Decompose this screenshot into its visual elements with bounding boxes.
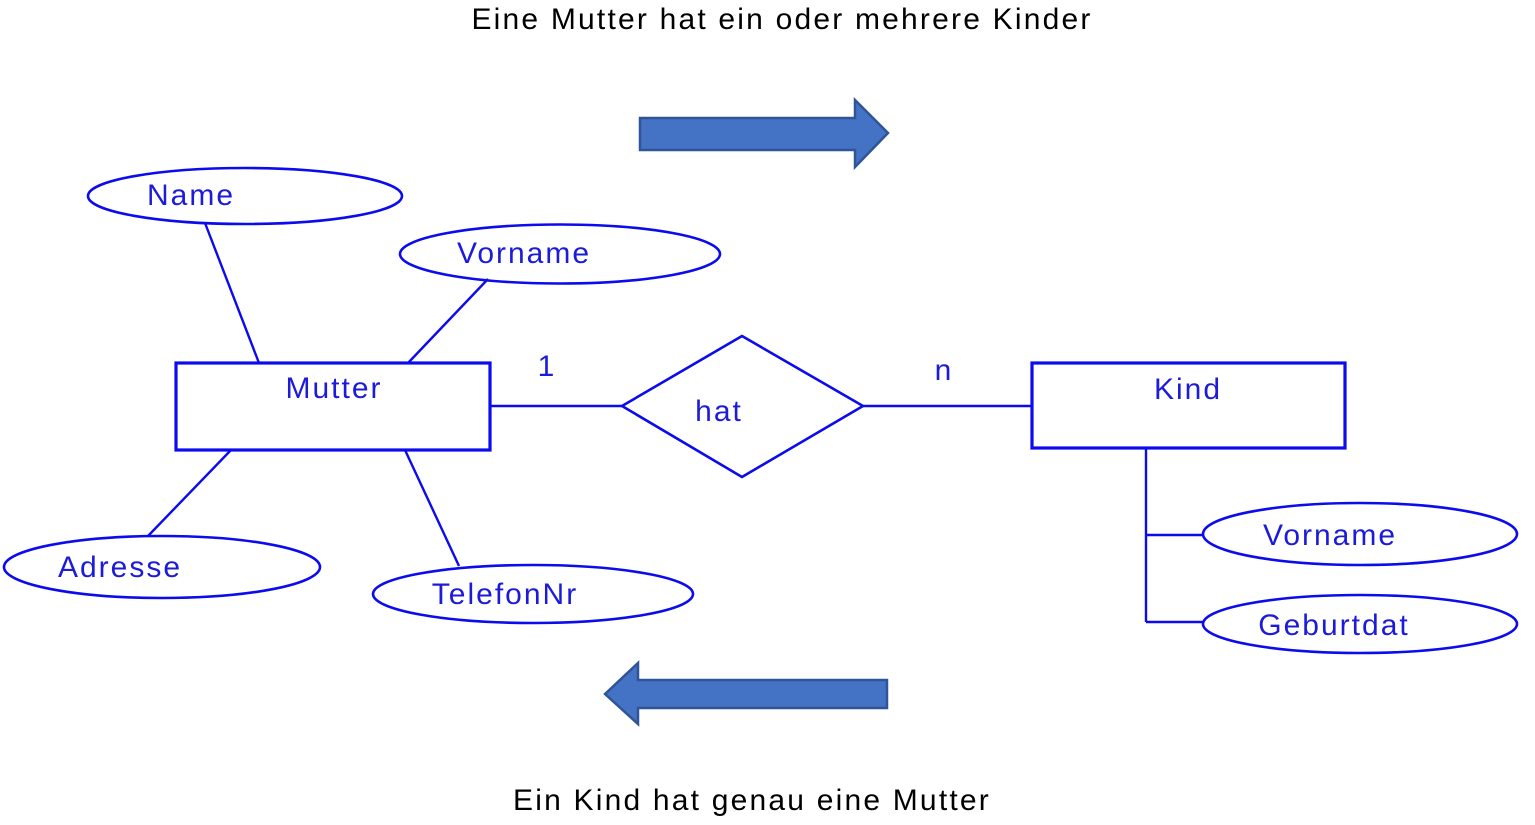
attribute-ellipse-vorname-kind [1201, 501, 1519, 567]
cardinality-left: 1 [537, 350, 557, 383]
attribute-ellipse-name [86, 166, 404, 226]
attribute-label-vorname-kind: Vorname [1262, 519, 1398, 552]
edge-mutter-name [203, 222, 261, 364]
attribute-ellipse-adresse [2, 534, 322, 600]
bottom-caption: Ein Kind hat genau eine Mutter [513, 784, 991, 817]
relationship-diamond-hat [619, 334, 866, 479]
arrow-left-icon [603, 660, 889, 727]
entity-rect-kind [1030, 361, 1347, 450]
top-caption: Eine Mutter hat ein oder mehrere Kinder [471, 3, 1093, 36]
edge-mutter-telefonnr [403, 449, 461, 567]
relationship-label-hat: hat [695, 395, 743, 428]
attribute-label-telefonnr: TelefonNr [431, 578, 579, 611]
entity-label-mutter: Mutter [285, 372, 383, 405]
arrow-right-icon [638, 96, 890, 171]
attribute-label-vorname-mutter: Vorname [456, 237, 592, 270]
attribute-label-name: Name [146, 179, 236, 212]
attribute-ellipse-telefonnr [371, 563, 695, 625]
attribute-label-geburtdat: Geburtdat [1258, 609, 1410, 642]
attribute-label-adresse: Adresse [57, 551, 183, 584]
edge-mutter-vorname [407, 278, 489, 364]
cardinality-right: n [934, 354, 954, 387]
entity-rect-mutter [174, 361, 492, 452]
edge-mutter-adresse [147, 449, 232, 537]
attribute-ellipse-vorname-mutter [398, 223, 722, 285]
attribute-ellipse-geburtdat [1201, 593, 1519, 655]
entity-label-kind: Kind [1153, 373, 1223, 406]
